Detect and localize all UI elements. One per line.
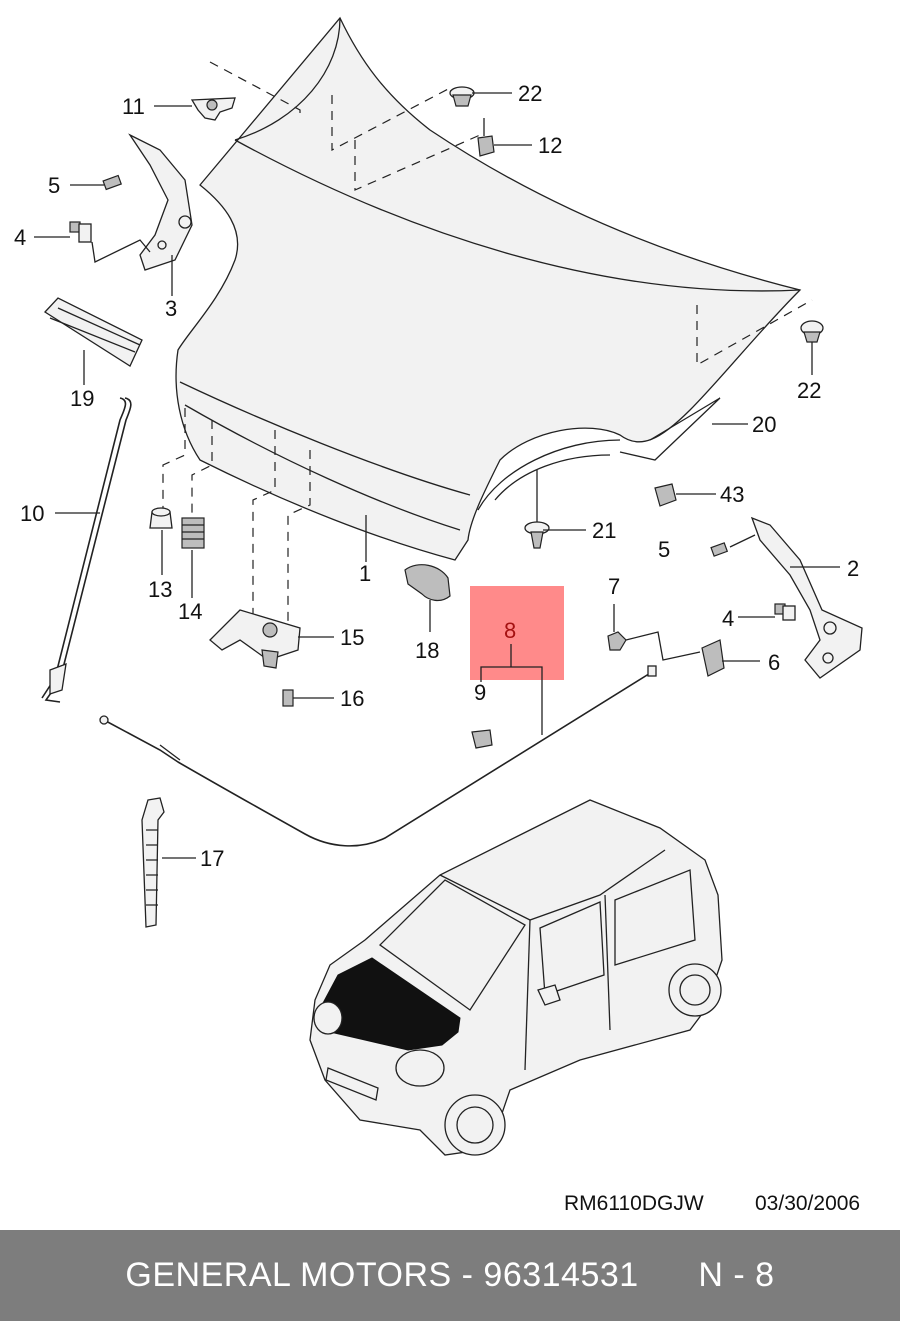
bumper-14 — [181, 517, 205, 549]
hood-parts-diagram: 11 5 4 3 22 12 22 20 43 21 1 2 5 4 7 6 8… — [14, 16, 863, 1215]
callout-5-right: 5 — [658, 537, 670, 562]
highlight-box-8 — [470, 586, 564, 680]
car-silhouette — [309, 799, 723, 1156]
reference-date: 03/30/2006 — [755, 1192, 860, 1215]
callout-16: 16 — [340, 686, 364, 711]
callout-43: 43 — [720, 482, 744, 507]
callout-7: 7 — [608, 574, 620, 599]
callout-6: 6 — [768, 650, 780, 675]
footer-brand: GENERAL MOTORS — [125, 1256, 452, 1294]
bolt-4-left — [69, 221, 92, 243]
callout-17: 17 — [200, 846, 224, 871]
callout-19: 19 — [70, 386, 94, 411]
pad-18 — [404, 564, 451, 602]
bumper-43 — [654, 483, 677, 507]
callout-22-right: 22 — [797, 378, 821, 403]
grommet-22-right — [800, 320, 824, 343]
cable-tie-17 — [141, 797, 165, 928]
hood-latch-15 — [209, 609, 301, 669]
release-cable — [99, 665, 657, 847]
hood-hinge-right — [750, 516, 863, 679]
reference-code: RM6110DGJW — [564, 1192, 704, 1215]
bolt-5-left — [102, 174, 122, 191]
weatherstrip-19 — [43, 297, 143, 367]
callout-5-left: 5 — [48, 173, 60, 198]
callout-1: 1 — [359, 561, 371, 586]
hood-hinge-left — [128, 133, 193, 271]
grommet-9 — [471, 729, 493, 749]
callout-10: 10 — [20, 501, 44, 526]
footer-part-number: 96314531 — [483, 1256, 639, 1294]
callout-14: 14 — [178, 599, 202, 624]
callout-3: 3 — [165, 296, 177, 321]
callout-4-right: 4 — [722, 606, 734, 631]
bolt-16 — [282, 689, 294, 707]
footer-bar: GENERAL MOTORS - 96314531 N - 8 — [0, 1230, 900, 1321]
callout-11: 11 — [122, 94, 145, 119]
bumper-13 — [149, 507, 173, 529]
nut-7 — [607, 631, 701, 661]
bolt-5-right — [710, 542, 729, 557]
callout-8: 8 — [504, 618, 516, 643]
clip-12 — [477, 118, 495, 157]
callout-22-top: 22 — [518, 81, 542, 106]
callout-18: 18 — [415, 638, 439, 663]
fastener-11 — [190, 97, 236, 121]
callout-15: 15 — [340, 625, 364, 650]
grommet-22-top — [449, 86, 475, 107]
callout-2: 2 — [847, 556, 859, 581]
callout-12: 12 — [538, 133, 562, 158]
clip-21 — [524, 470, 550, 549]
hood-insulator-line — [619, 397, 721, 461]
prop-rod-10 — [41, 397, 132, 703]
callout-13: 13 — [148, 577, 172, 602]
callout-9: 9 — [474, 680, 486, 705]
bolt-4-right — [774, 603, 796, 621]
footer-page: N - 8 — [698, 1256, 775, 1294]
hood-panel — [175, 16, 802, 561]
latch-release-6 — [701, 639, 725, 677]
callout-4-left: 4 — [14, 225, 26, 250]
footer-text: GENERAL MOTORS - 96314531 N - 8 — [125, 1256, 775, 1294]
callout-20: 20 — [752, 412, 776, 437]
callout-21: 21 — [592, 518, 616, 543]
